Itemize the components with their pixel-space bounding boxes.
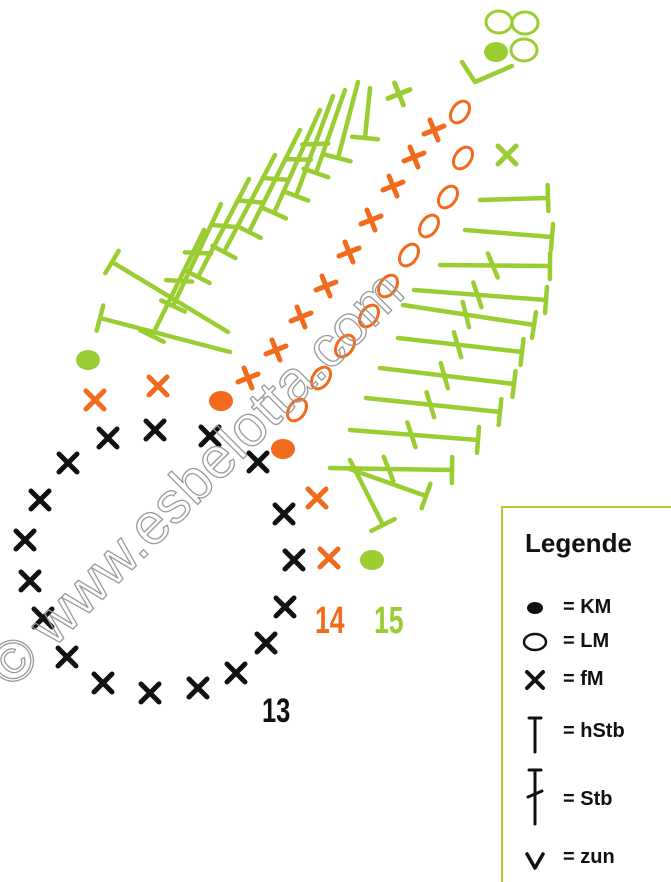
row14-single-crochet bbox=[146, 374, 170, 398]
row14-chain bbox=[309, 365, 333, 391]
row14-chain bbox=[357, 303, 381, 329]
row15-chain bbox=[509, 37, 539, 63]
row14-single-crochet bbox=[263, 337, 289, 363]
row13-single-crochet bbox=[143, 418, 167, 442]
row13-single-crochet bbox=[254, 631, 278, 655]
row14-slip-stitch bbox=[209, 391, 233, 411]
row14-single-crochet bbox=[317, 546, 341, 570]
legend: Legende = KM = LM = fM = hStb = Stb = zu… bbox=[501, 506, 671, 882]
legend-item-zun: = zun bbox=[503, 838, 671, 878]
row13-single-crochet bbox=[138, 681, 162, 705]
row13-single-crochet bbox=[246, 450, 270, 474]
row14-chain bbox=[285, 397, 309, 423]
row13-single-crochet bbox=[273, 595, 297, 619]
row15-double-crochet bbox=[377, 360, 518, 400]
row13-single-crochet bbox=[224, 661, 248, 685]
watermark: © www.esbelotta.com bbox=[0, 258, 416, 699]
slip-stitch-dot-icon bbox=[527, 602, 543, 614]
row15-half-double-crochet bbox=[344, 465, 433, 511]
row14-chain bbox=[448, 99, 472, 125]
row14-chain bbox=[436, 184, 460, 210]
row14-chain bbox=[417, 213, 441, 239]
legend-label-lm: = LM bbox=[563, 630, 610, 652]
legend-label-stb: = Stb bbox=[563, 788, 613, 810]
row15-double-crochet bbox=[437, 250, 553, 282]
half-double-crochet-t-icon bbox=[527, 716, 543, 754]
row15-chain bbox=[484, 9, 514, 35]
row15-double-crochet bbox=[400, 299, 539, 341]
row14-single-crochet bbox=[380, 173, 406, 199]
row15-single-crochet bbox=[385, 80, 413, 108]
row15-double-crochet bbox=[210, 152, 278, 261]
row13-single-crochet bbox=[13, 528, 37, 552]
row13-single-crochet bbox=[56, 451, 80, 475]
row14-single-crochet bbox=[83, 388, 107, 412]
chain-oval-icon bbox=[522, 632, 548, 652]
row14-single-crochet bbox=[358, 207, 384, 233]
row13-single-crochet bbox=[186, 676, 210, 700]
row14-chain bbox=[333, 333, 357, 359]
row15-double-crochet bbox=[259, 107, 323, 221]
row15-half-double-crochet bbox=[462, 221, 556, 253]
row14-slip-stitch bbox=[271, 439, 295, 459]
row14-chain bbox=[397, 242, 421, 268]
row13-single-crochet bbox=[272, 502, 296, 526]
legend-label-km: = KM bbox=[563, 596, 612, 618]
row15-slip-stitch bbox=[76, 350, 100, 370]
row15-double-crochet bbox=[138, 227, 207, 344]
row15-double-crochet bbox=[395, 329, 526, 368]
row13-single-crochet bbox=[55, 645, 79, 669]
single-crochet-x-icon bbox=[525, 670, 545, 690]
row15-increase bbox=[459, 59, 515, 85]
row15-double-crochet bbox=[184, 176, 252, 286]
row13-single-crochet bbox=[28, 488, 52, 512]
legend-item-fm: = fM bbox=[503, 660, 671, 700]
row15-double-crochet bbox=[158, 201, 224, 314]
row13-single-crochet bbox=[282, 548, 306, 572]
row14-single-crochet bbox=[313, 273, 339, 299]
row14-chain bbox=[451, 145, 475, 171]
row15-half-double-crochet bbox=[349, 85, 381, 142]
legend-label-hstb: = hStb bbox=[563, 720, 625, 742]
increase-v-icon bbox=[525, 852, 545, 870]
row15-chain bbox=[510, 10, 540, 36]
row15-half-double-crochet bbox=[94, 303, 233, 355]
row14-single-crochet bbox=[235, 365, 261, 391]
row15-half-double-crochet bbox=[323, 79, 361, 164]
row-label-13: 13 bbox=[262, 693, 290, 730]
row15-double-crochet bbox=[347, 420, 482, 456]
row14-single-crochet bbox=[305, 486, 329, 510]
row14-single-crochet bbox=[401, 144, 427, 170]
row14-chain bbox=[376, 273, 400, 299]
row15-single-crochet bbox=[495, 143, 519, 167]
legend-item-hstb: = hStb bbox=[503, 712, 671, 756]
legend-item-km: = KM bbox=[503, 588, 671, 628]
row15-slip-stitch bbox=[360, 550, 384, 570]
row15-double-crochet bbox=[363, 390, 504, 428]
legend-label-fm: = fM bbox=[563, 668, 604, 690]
legend-label-zun: = zun bbox=[563, 846, 615, 868]
row15-double-crochet bbox=[411, 280, 550, 316]
row15-half-double-crochet bbox=[477, 182, 551, 214]
row14-single-crochet bbox=[336, 239, 362, 265]
row13-single-crochet bbox=[31, 606, 55, 630]
row14-single-crochet bbox=[288, 304, 314, 330]
row13-single-crochet bbox=[18, 569, 42, 593]
legend-item-lm: = LM bbox=[503, 622, 671, 662]
row15-half-double-crochet bbox=[301, 87, 348, 180]
row15-half-double-crochet bbox=[103, 248, 231, 335]
row13-single-crochet bbox=[198, 424, 222, 448]
row15-half-double-crochet bbox=[347, 457, 397, 534]
legend-title: Legende bbox=[525, 528, 632, 558]
row13-single-crochet bbox=[91, 671, 115, 695]
double-crochet-t-icon bbox=[526, 768, 544, 826]
row13-single-crochet bbox=[96, 426, 120, 450]
row15-double-crochet bbox=[235, 127, 303, 241]
row-label-15: 15 bbox=[374, 598, 404, 641]
row-label-14: 14 bbox=[315, 598, 345, 641]
row14-single-crochet bbox=[421, 117, 447, 143]
legend-item-stb: = Stb bbox=[503, 764, 671, 828]
row15-slip-stitch bbox=[484, 42, 508, 62]
